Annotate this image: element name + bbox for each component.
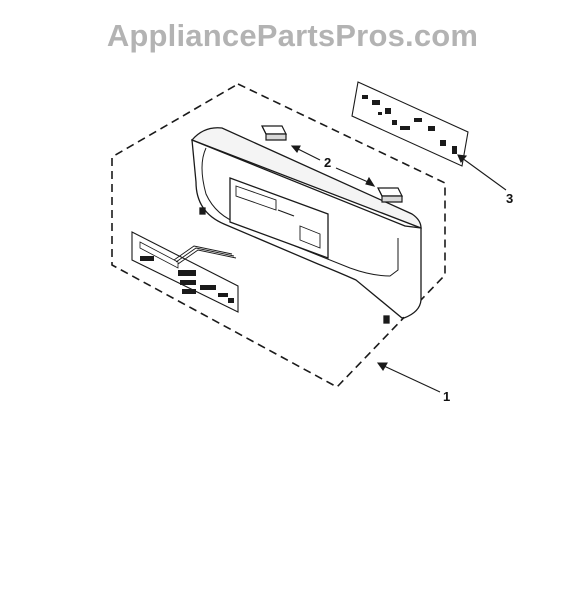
callout-2: 2 [324,155,331,170]
touchpad-overlay [131,231,239,313]
control-panel-housing [190,127,422,324]
callout-1: 1 [443,389,450,404]
site-watermark: AppliancePartsPros.com [106,18,479,53]
callout-3: 3 [506,191,513,206]
leader-lines [290,145,507,393]
retainer-clip [261,125,403,203]
control-board [351,81,469,167]
